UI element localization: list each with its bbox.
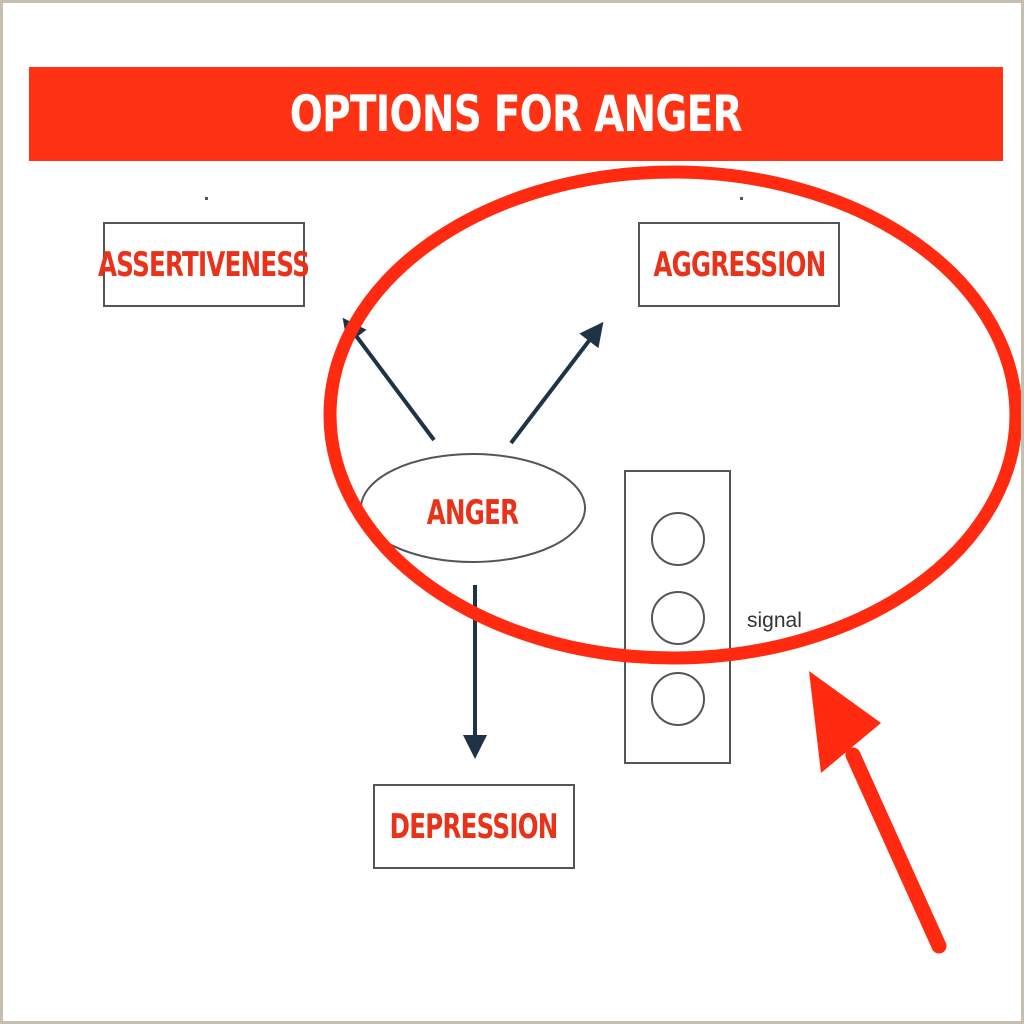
arrow-to-aggression [509, 321, 604, 445]
arrow-to-assertiveness [342, 317, 436, 442]
depression-label: DEPRESSION [390, 806, 559, 847]
highlight-circle [323, 165, 1021, 665]
anger-label: ANGER [427, 493, 519, 533]
diagram-graphics [323, 165, 1021, 954]
signal-light-bottom [651, 672, 705, 726]
depression-box: DEPRESSION [373, 784, 575, 869]
highlight-arrow-head [809, 671, 881, 773]
title-banner: OPTIONS FOR ANGER [29, 67, 1003, 161]
stray-dot [740, 197, 743, 200]
anger-node: ANGER [361, 463, 585, 563]
slide-title: OPTIONS FOR ANGER [290, 85, 743, 143]
aggression-box: AGGRESSION [638, 222, 840, 307]
signal-light-top [651, 512, 705, 566]
signal-label: signal [747, 609, 802, 632]
highlight-arrow-shaft [845, 747, 947, 954]
aggression-label: AGGRESSION [652, 244, 826, 285]
stray-dot [205, 197, 208, 200]
assertiveness-label: ASSERTIVENESS [98, 244, 310, 285]
signal-light-middle [651, 591, 705, 645]
assertiveness-box: ASSERTIVENESS [98, 222, 310, 307]
